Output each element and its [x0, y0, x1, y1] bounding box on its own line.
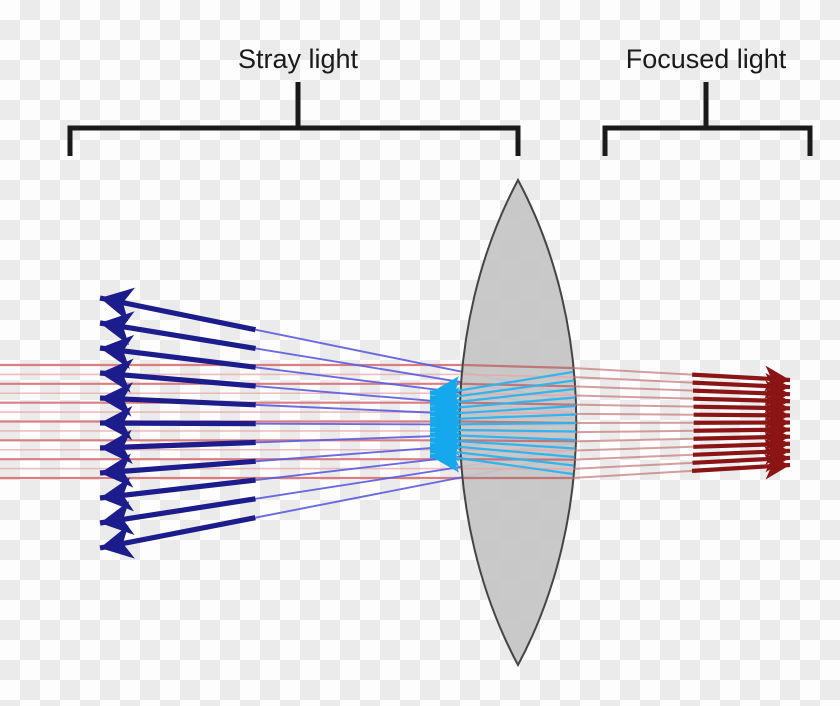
stray-ray-arrow	[99, 429, 256, 465]
focused-ray-arrow	[693, 424, 791, 451]
stray-ray-arrow	[99, 515, 256, 559]
focused-ray-tail	[573, 376, 693, 384]
internal-ray-arrow	[429, 437, 461, 468]
internal-ray-arrow	[429, 392, 461, 423]
internal-ray-arrow	[429, 376, 461, 407]
internal-ray	[443, 421, 577, 426]
focused-ray-arrow	[693, 394, 791, 421]
focused-ray-arrow	[693, 387, 791, 414]
focused-light-rays	[572, 365, 791, 480]
internal-ray	[443, 444, 575, 459]
focused-ray-tail	[575, 412, 694, 416]
internal-ray-arrow	[429, 398, 461, 429]
internal-ray	[443, 370, 574, 395]
focused-ray-arrow	[693, 416, 791, 443]
label-stray-light: Stray light	[238, 44, 359, 74]
focused-ray-arrow	[691, 453, 791, 480]
focused-ray-arrow	[693, 402, 791, 429]
internal-ray	[443, 428, 576, 433]
focused-ray-arrow	[693, 431, 791, 458]
internal-ray	[443, 433, 576, 442]
internal-ray	[443, 387, 575, 405]
transmitted-ray	[463, 363, 573, 370]
stray-ray-arrow	[99, 334, 256, 370]
focused-ray-tail	[575, 429, 694, 434]
focused-ray-tail	[572, 469, 693, 479]
focused-ray-arrow	[692, 380, 791, 407]
focused-ray-arrow	[692, 446, 791, 473]
internal-ray-arrow	[429, 426, 461, 457]
internal-ray	[443, 396, 576, 410]
bracket-focused-light: Focused light	[602, 44, 813, 156]
transmitted-ray	[462, 373, 574, 378]
stray-ray-arrow	[99, 453, 256, 488]
internal-ray	[443, 404, 576, 416]
internal-ray	[443, 454, 573, 476]
focused-ray-arrow	[692, 372, 791, 399]
focused-ray-tail	[573, 461, 693, 470]
stray-ray-arrow	[99, 311, 256, 352]
focused-ray-tail	[575, 394, 694, 400]
internal-reflection-rays	[429, 370, 577, 476]
transmitted-ray	[460, 448, 576, 452]
stray-ray-arrow	[99, 496, 256, 536]
bracket-stray-light: Stray light	[67, 44, 521, 156]
focused-ray-arrow	[691, 365, 791, 392]
internal-ray	[443, 449, 574, 467]
internal-ray	[443, 379, 575, 400]
focused-ray-tail	[575, 437, 694, 443]
internal-ray-arrow	[429, 442, 461, 473]
bracket-focused-light-shape	[602, 125, 813, 156]
stray-ray-arrow	[99, 358, 256, 393]
internal-ray	[443, 439, 576, 450]
focused-ray-tail	[575, 445, 694, 452]
internal-ray-arrow	[429, 431, 461, 462]
focused-ray-tail	[572, 367, 693, 376]
stray-ray-arrow	[99, 405, 256, 441]
stray-ray-arrow	[99, 287, 256, 333]
focused-ray-tail	[574, 453, 693, 461]
focused-ray-tail	[575, 403, 694, 408]
focused-ray-arrow	[692, 438, 791, 465]
transmitted-ray	[460, 439, 576, 443]
internal-ray-arrow	[429, 387, 461, 418]
internal-ray-arrow	[429, 381, 461, 412]
transmitted-ray	[460, 401, 576, 406]
stray-light-arrows	[99, 287, 256, 559]
focused-ray-tail	[574, 385, 694, 392]
bracket-stray-light-shape	[67, 125, 521, 156]
label-focused-light: Focused light	[626, 44, 787, 74]
transmitted-ray	[461, 382, 575, 388]
internal-ray	[443, 413, 576, 421]
stray-ray-arrow	[99, 382, 256, 417]
stray-ray-arrow	[99, 477, 256, 512]
